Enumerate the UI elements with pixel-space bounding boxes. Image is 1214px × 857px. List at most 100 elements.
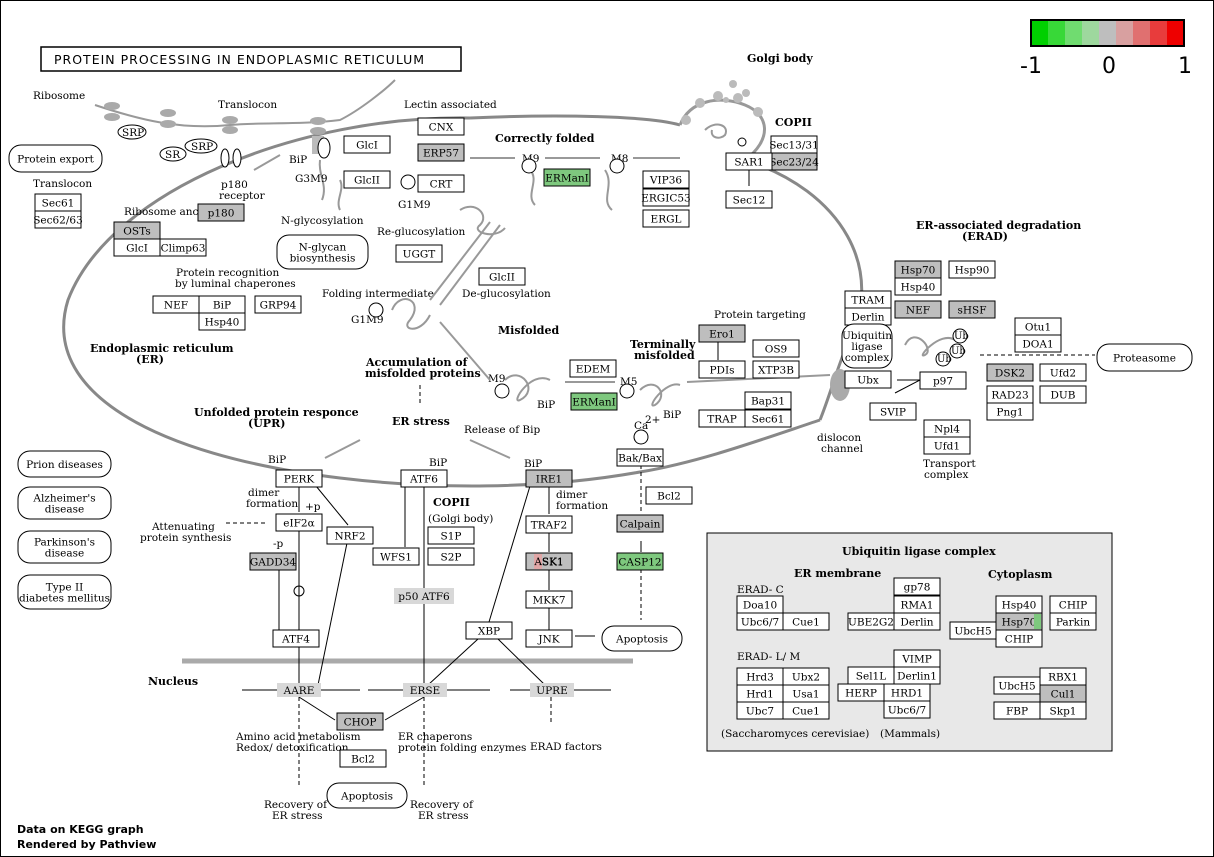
node-ergl[interactable]: ERGL [642, 209, 690, 228]
node-hrd1b[interactable]: HRD1 [883, 683, 931, 702]
node-pdis[interactable]: PDIs [698, 360, 746, 379]
node-ermani[interactable]: ERManI [543, 168, 591, 187]
node-sec12[interactable]: Sec12 [725, 190, 773, 209]
node-p180[interactable]: p180 [197, 203, 245, 222]
node-glcii2[interactable]: GlcII [478, 267, 526, 286]
node-jnk[interactable]: JNK [525, 629, 573, 648]
node-sec61b[interactable]: Sec61 [744, 409, 792, 428]
node-s2p[interactable]: S2P [427, 547, 475, 566]
pathway-link-prion[interactable]: Prion diseases [17, 450, 112, 478]
node-cul1[interactable]: Cul1 [1039, 684, 1087, 703]
node-ermani2[interactable]: ERManI [570, 392, 618, 411]
node-hrd3[interactable]: Hrd3 [736, 667, 784, 686]
node-gp78[interactable]: gp78 [893, 577, 941, 596]
node-derlin1[interactable]: Derlin1 [893, 666, 941, 685]
node-fbp[interactable]: FBP [993, 701, 1041, 720]
node-sec23[interactable]: Sec23/24 [769, 152, 819, 171]
node-ubc67b[interactable]: Ubc6/7 [883, 700, 931, 719]
node-sec62[interactable]: Sec62/63 [33, 210, 83, 229]
node-sec13[interactable]: Sec13/31 [769, 135, 819, 154]
node-erp57[interactable]: ERP57 [417, 143, 465, 162]
node-xtp3b[interactable]: XTP3B [752, 360, 800, 379]
node-chip2[interactable]: CHIP [1049, 595, 1097, 614]
node-erse[interactable]: ERSE [403, 683, 447, 697]
node-ergic53[interactable]: ERGIC53 [641, 188, 691, 207]
node-doa1[interactable]: DOA1 [1014, 334, 1062, 353]
node-eif2a[interactable]: eIF2α [275, 513, 323, 532]
node-ire1[interactable]: IRE1 [525, 469, 573, 488]
node-hsp40b[interactable]: Hsp40 [894, 277, 942, 296]
node-hrd1[interactable]: Hrd1 [736, 684, 784, 703]
node-herp[interactable]: HERP [837, 683, 885, 702]
node-s1p[interactable]: S1P [427, 526, 475, 545]
node-bap31[interactable]: Bap31 [744, 391, 792, 410]
node-hsp40c[interactable]: Hsp40 [995, 595, 1043, 614]
node-upre[interactable]: UPRE [530, 683, 574, 697]
node-os9[interactable]: OS9 [752, 339, 800, 358]
node-vimp[interactable]: VIMP [893, 649, 941, 668]
node-tram[interactable]: TRAM [844, 290, 892, 309]
node-ubc7[interactable]: Ubc7 [736, 701, 784, 720]
node-dub[interactable]: DUB [1039, 385, 1087, 404]
node-glci2[interactable]: GlcI [113, 238, 161, 257]
node-edem[interactable]: EDEM [569, 359, 617, 378]
node-derlin[interactable]: Derlin [844, 307, 892, 326]
node-npl4[interactable]: Npl4 [923, 419, 971, 438]
node-casp12[interactable]: CASP12 [616, 552, 664, 571]
node-climp63[interactable]: Climp63 [159, 238, 207, 257]
pathway-link-proteasome[interactable]: Proteasome [1096, 343, 1193, 372]
node-osts[interactable]: OSTs [113, 221, 161, 240]
node-hsp70b[interactable]: Hsp70 [995, 612, 1043, 631]
node-bcl2b[interactable]: Bcl2 [339, 749, 387, 768]
node-bip[interactable]: BiP [198, 295, 246, 314]
node-ubch5b[interactable]: UbcH5 [993, 676, 1041, 695]
node-ube2g2[interactable]: UBE2G2 [847, 612, 895, 631]
pathway-link-apoptosis-2[interactable]: Apoptosis [326, 782, 408, 809]
node-uggt[interactable]: UGGT [395, 244, 443, 263]
node-grp94[interactable]: GRP94 [254, 295, 302, 314]
node-cue1[interactable]: Cue1 [782, 612, 830, 631]
node-rma1[interactable]: RMA1 [893, 595, 941, 614]
node-hsp70[interactable]: Hsp70 [894, 260, 942, 279]
pathway-link-protein-export[interactable]: Protein export [8, 144, 103, 173]
node-nef[interactable]: NEF [152, 295, 200, 314]
node-hsp40[interactable]: Hsp40 [198, 312, 246, 331]
node-wfs1[interactable]: WFS1 [372, 547, 420, 566]
node-ubc67[interactable]: Ubc6/7 [736, 612, 784, 631]
node-parkin[interactable]: Parkin [1049, 612, 1097, 631]
node-bakbax[interactable]: Bak/Bax [616, 448, 664, 467]
node-xbp[interactable]: XBP [465, 621, 513, 640]
node-hsp90[interactable]: Hsp90 [948, 260, 996, 279]
node-p97[interactable]: p97 [919, 371, 967, 390]
node-nrf2[interactable]: NRF2 [326, 526, 374, 545]
node-perk[interactable]: PERK [275, 469, 323, 488]
node-ufd1[interactable]: Ufd1 [923, 436, 971, 455]
node-sel1l[interactable]: Sel1L [847, 666, 895, 685]
node-cue1b[interactable]: Cue1 [782, 701, 830, 720]
node-rad23[interactable]: RAD23 [986, 385, 1034, 404]
node-atf4[interactable]: ATF4 [272, 629, 320, 648]
node-traf2[interactable]: TRAF2 [525, 515, 573, 534]
node-skp1[interactable]: Skp1 [1039, 701, 1087, 720]
node-chop[interactable]: CHOP [336, 712, 384, 731]
node-ufd2[interactable]: Ufd2 [1039, 363, 1087, 382]
node-dsk2[interactable]: DSK2 [986, 363, 1034, 382]
node-cnx[interactable]: CNX [417, 117, 465, 136]
node-ubch5[interactable]: UbcH5 [949, 621, 997, 640]
node-trap[interactable]: TRAP [698, 409, 746, 428]
node-chip[interactable]: CHIP [995, 629, 1043, 648]
node-glcii[interactable]: GlcII [343, 170, 391, 189]
node-doa10[interactable]: Doa10 [736, 595, 784, 614]
node-crt[interactable]: CRT [417, 174, 465, 193]
node-nef2[interactable]: NEF [894, 300, 942, 319]
node-sec61[interactable]: Sec61 [34, 193, 82, 212]
node-ubx[interactable]: Ubx [844, 370, 892, 389]
node-atf6[interactable]: ATF6 [400, 469, 448, 488]
node-shsf[interactable]: sHSF [948, 300, 996, 319]
node-svip[interactable]: SVIP [869, 402, 917, 421]
node-vip36[interactable]: VIP36 [642, 170, 690, 189]
